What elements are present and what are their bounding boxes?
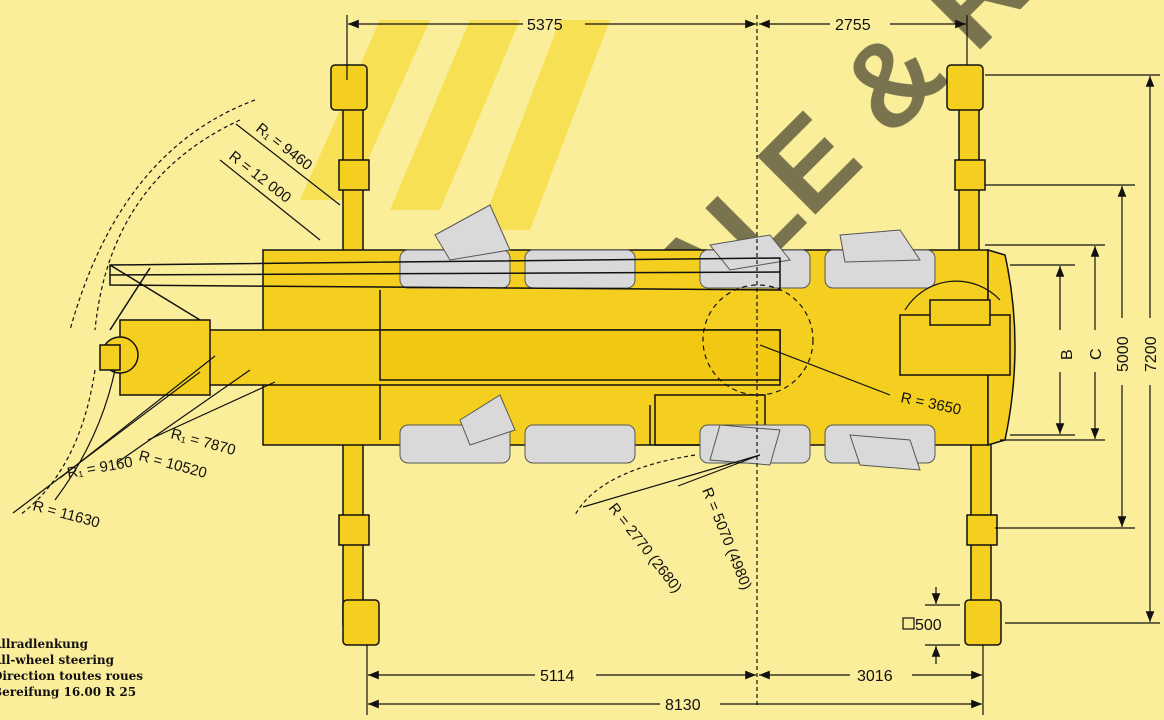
steering-legend: Allradlenkung All-wheel steering Directi… xyxy=(0,636,143,700)
dim-top-left: 5375 xyxy=(527,17,563,34)
radius-r-11630: R = 11630 xyxy=(31,497,102,531)
right-dimensions xyxy=(925,74,1160,664)
legend-line: All-wheel steering xyxy=(0,653,115,667)
tires xyxy=(399,204,936,471)
slew-ring xyxy=(702,284,814,396)
turning-arcs xyxy=(12,99,891,516)
dim-bottom-right: 3016 xyxy=(857,668,893,685)
legend-line: Allradlenkung xyxy=(0,637,88,651)
legend-line: Direction toutes roues xyxy=(0,669,144,683)
boom xyxy=(99,257,1011,396)
dim-5000: 5000 xyxy=(1115,336,1132,372)
dim-top-right: 2755 xyxy=(835,17,871,34)
dim-c: C xyxy=(1088,348,1105,360)
bottom-dimensions xyxy=(366,645,984,715)
outriggers xyxy=(330,64,1002,646)
radius-r-10520: R = 10520 xyxy=(137,447,209,481)
dim-bottom-left: 5114 xyxy=(540,668,575,685)
dim-pad: 500 xyxy=(915,617,942,634)
radius-r1-9460: R₁ = 9460 xyxy=(253,120,316,174)
legend-line: Bereifung 16.00 R 25 xyxy=(0,685,137,699)
dim-7200: 7200 xyxy=(1143,336,1160,372)
radius-r1-9160: R₁ = 9160 xyxy=(66,454,134,482)
radius-r1-7870: R₁ = 7870 xyxy=(169,425,237,459)
pad-square-symbol xyxy=(902,617,915,630)
radius-r-5070: R = 5070 (4980) xyxy=(698,485,755,592)
top-dimensions xyxy=(346,15,968,80)
rear-swing-arc xyxy=(904,280,1001,311)
dim-bottom-total: 8130 xyxy=(665,697,701,714)
dim-b: B xyxy=(1059,349,1076,360)
radius-r-2770: R = 2770 (2680) xyxy=(605,500,685,596)
